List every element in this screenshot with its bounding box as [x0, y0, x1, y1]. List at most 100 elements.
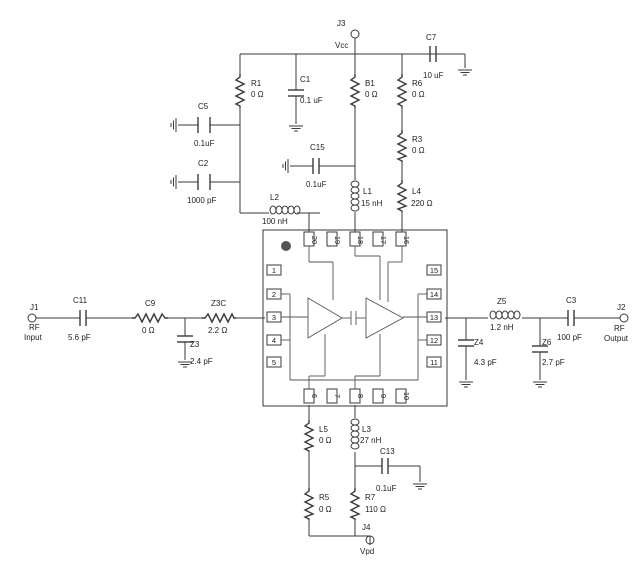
l4-value: 220 Ω	[411, 199, 433, 208]
l1-ref: L1	[363, 187, 372, 196]
j2-line2: Output	[604, 334, 629, 343]
pin-15-label: 15	[430, 266, 438, 275]
c11-value: 5.6 pF	[68, 333, 91, 342]
connector-j2-icon	[619, 313, 629, 323]
pin-17-label: 17	[379, 236, 388, 244]
resistor-r5-icon	[303, 488, 315, 520]
l3-ref: L3	[362, 425, 371, 434]
pin-16-label: 16	[402, 236, 411, 244]
resistor-r1-icon	[234, 74, 246, 108]
connectors	[27, 29, 629, 545]
pin1-dot-icon	[281, 241, 291, 251]
c2-value: 1000 pF	[187, 196, 216, 205]
c5-ref: C5	[198, 102, 209, 111]
r7-value: 110 Ω	[365, 505, 386, 514]
c7-value: 10 uF	[423, 71, 444, 80]
b1-value: 0 Ω	[365, 90, 378, 99]
pin-2-label: 2	[272, 290, 276, 299]
z3c-ref: Z3C	[211, 299, 226, 308]
l4-ref: L4	[412, 187, 421, 196]
resistor-c9-icon	[132, 312, 168, 324]
z5-value: 1.2 nH	[490, 323, 514, 332]
capacitor-c2-icon	[197, 174, 211, 190]
pin-13-label: 13	[430, 313, 438, 322]
connector-j1-icon	[27, 313, 37, 323]
c11-ref: C11	[73, 296, 88, 305]
r1-value: 0 Ω	[251, 90, 264, 99]
pin-4-label: 4	[272, 336, 276, 345]
ground-icon	[282, 158, 289, 174]
pin-14-label: 14	[430, 290, 438, 299]
z6-ref: Z6	[542, 338, 552, 347]
l2-value: 100 nH	[262, 217, 288, 226]
pin-11-label: 11	[430, 358, 438, 367]
ground-icon	[458, 381, 474, 388]
l2-ref: L2	[270, 193, 279, 202]
capacitor-z3-icon	[177, 335, 193, 343]
inductor-z5-icon	[489, 310, 521, 320]
capacitor-c1-icon	[288, 89, 304, 97]
j1-line2: Input	[24, 333, 43, 342]
ground-icon	[457, 69, 473, 76]
amplifier-stage2-icon	[365, 297, 404, 339]
c13-value: 0.1uF	[376, 484, 397, 493]
j1-line1: RF	[29, 323, 40, 332]
j1-ref: J1	[30, 303, 39, 312]
resistor-b1-icon	[349, 74, 361, 108]
j4-net: Vpd	[360, 547, 374, 556]
capacitor-z4-icon	[458, 339, 474, 347]
resistor-r6-icon	[396, 74, 408, 108]
r3-ref: R3	[412, 135, 423, 144]
c1-value: 0.1 uF	[300, 96, 323, 105]
r5-ref: R5	[319, 493, 330, 502]
l5-value: 0 Ω	[319, 436, 332, 445]
component-labels: J3 Vcc J1 RF Input J2 RF Output J4 Vpd R…	[24, 19, 629, 556]
c13-ref: C13	[380, 447, 395, 456]
inductor-l3-icon	[350, 418, 360, 450]
capacitor-c5-icon	[197, 117, 211, 133]
resistor-l4-icon	[396, 180, 408, 212]
l1-value: 15 nH	[361, 199, 383, 208]
z4-value: 4.3 pF	[474, 358, 497, 367]
j3-ref: J3	[337, 19, 346, 28]
ic-package	[262, 229, 448, 407]
pin-6-label: 6	[310, 394, 319, 398]
pin-1-label: 1	[272, 266, 276, 275]
resistor-r7-icon	[349, 488, 361, 520]
z5-ref: Z5	[497, 297, 507, 306]
c9-value: 0 Ω	[142, 326, 155, 335]
pin-10-label: 10	[402, 392, 411, 400]
c15-value: 0.1uF	[306, 180, 327, 189]
r6-value: 0 Ω	[412, 90, 425, 99]
pin-20-label: 20	[310, 236, 319, 244]
capacitor-z6-icon	[532, 345, 548, 353]
ground-icon	[170, 117, 177, 133]
c9-ref: C9	[145, 299, 156, 308]
z3c-value: 2.2 Ω	[208, 326, 227, 335]
ground-icon	[532, 381, 548, 388]
c1-ref: C1	[300, 75, 311, 84]
pin-18-label: 18	[356, 236, 365, 244]
resistor-l5-icon	[303, 420, 315, 452]
capacitor-c13-icon	[381, 458, 389, 474]
z3-ref: Z3	[190, 340, 200, 349]
c2-ref: C2	[198, 159, 209, 168]
amplifier-stage1-icon	[307, 297, 343, 339]
c3-ref: C3	[566, 296, 577, 305]
pin-3-label: 3	[272, 313, 276, 322]
z6-value: 2.7 pF	[542, 358, 565, 367]
c7-ref: C7	[426, 33, 437, 42]
connector-j3-icon	[350, 29, 360, 39]
pin-8-label: 8	[356, 394, 365, 398]
resistor-r3-icon	[396, 130, 408, 162]
pin-7-label: 7	[333, 394, 342, 398]
r5-value: 0 Ω	[319, 505, 332, 514]
r1-ref: R1	[251, 79, 262, 88]
pin-5-label: 5	[272, 358, 276, 367]
b1-ref: B1	[365, 79, 375, 88]
resistor-z3c-icon	[202, 312, 236, 324]
connector-j4-icon	[365, 535, 375, 545]
z4-ref: Z4	[474, 338, 484, 347]
ground-icon	[170, 174, 177, 190]
